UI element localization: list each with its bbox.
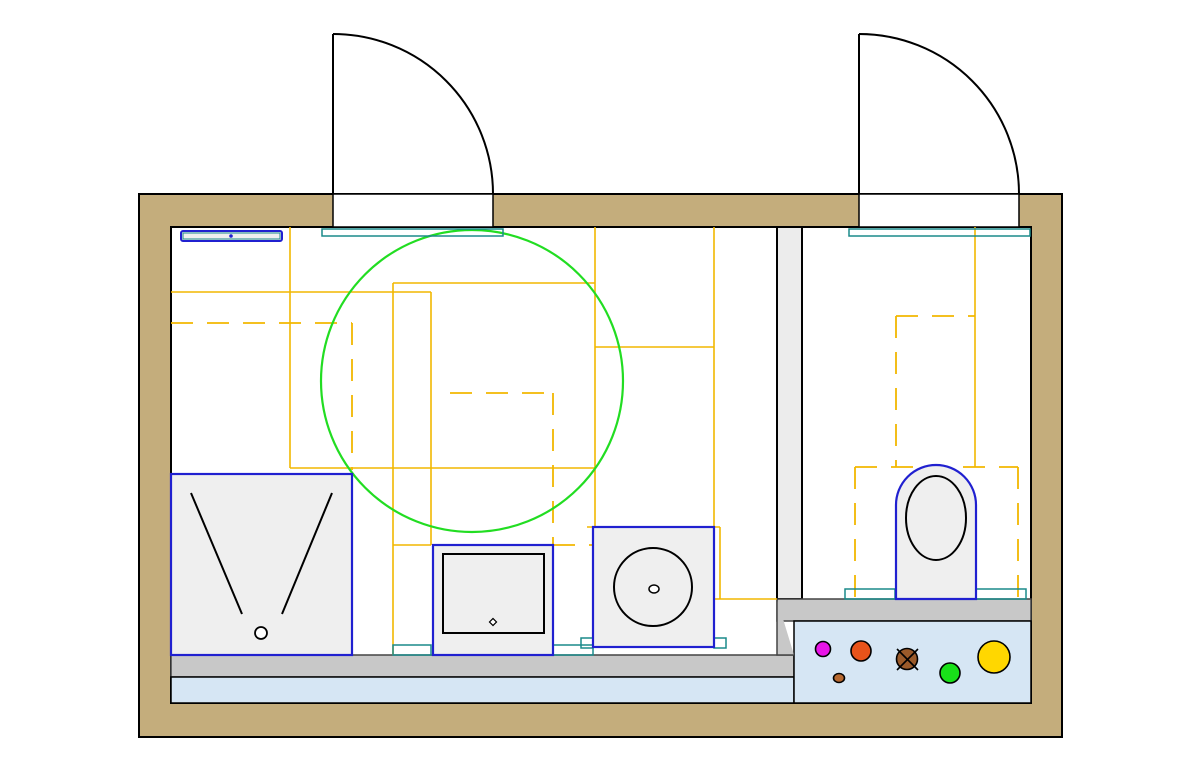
door-bathroom <box>332 33 494 195</box>
door-opening-wc <box>858 193 1020 228</box>
partition-wall <box>776 226 803 600</box>
door-opening-bathroom <box>332 193 494 228</box>
pipe-marker-green <box>939 662 961 684</box>
installation-channel-bathroom <box>170 676 795 704</box>
washing-machine-drum-icon <box>648 584 660 594</box>
pipe-marker-yellow <box>977 640 1011 674</box>
washbasin-drain-icon <box>488 617 498 627</box>
toilet <box>894 463 978 601</box>
shower-drain-icon <box>254 626 268 640</box>
pipe-marker-orange <box>850 640 872 662</box>
duct-bathroom <box>170 654 795 678</box>
duct-wc <box>776 598 1032 622</box>
washbasin <box>431 543 555 657</box>
pipe-marker-magenta <box>814 640 832 658</box>
pipe-markers <box>814 640 1011 684</box>
duct-joint <box>776 599 794 656</box>
pipe-marker-small-brown <box>832 672 846 684</box>
shower-tray <box>169 472 354 657</box>
door-wc <box>858 33 1020 195</box>
towel-rail <box>180 230 283 242</box>
washing-machine <box>591 525 716 649</box>
turning-circle <box>319 228 625 534</box>
toilet-bowl-icon <box>905 475 967 561</box>
wall-fittings <box>321 228 1031 656</box>
